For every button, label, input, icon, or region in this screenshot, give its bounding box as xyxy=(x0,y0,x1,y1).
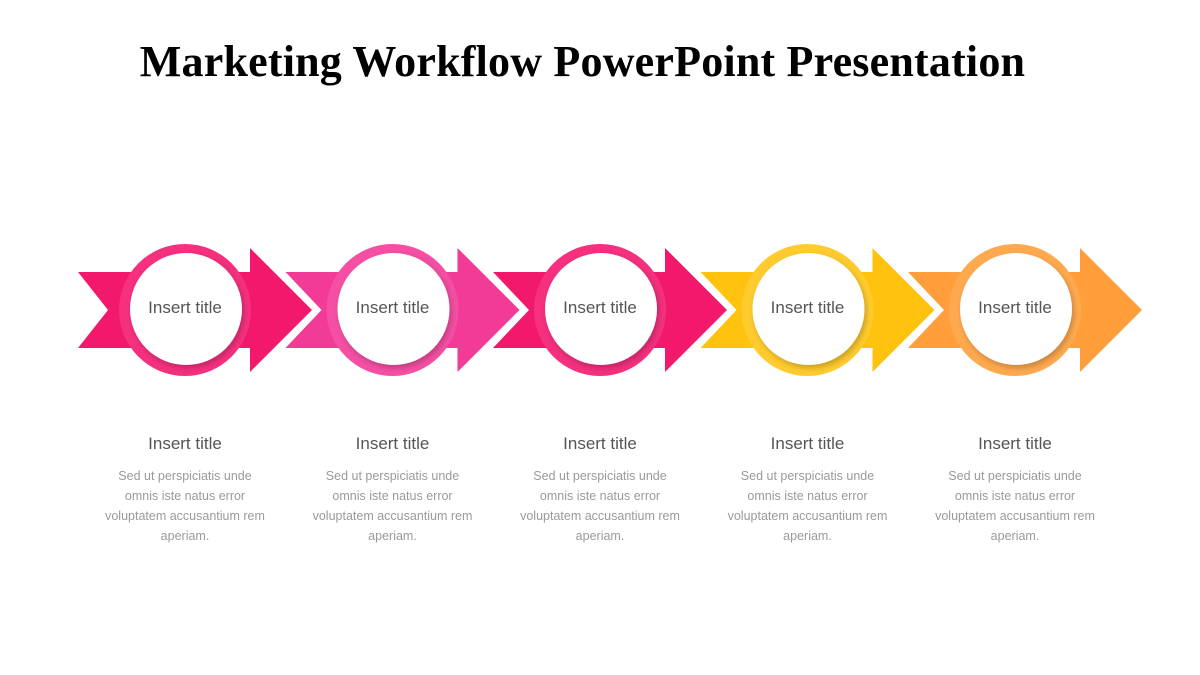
workflow-step-5 xyxy=(908,244,1142,376)
workflow-step-3 xyxy=(493,244,727,376)
workflow-step-2 xyxy=(285,244,520,376)
step-caption-title: Insert title xyxy=(355,434,430,453)
step-disc xyxy=(960,253,1072,365)
step-circle-title: Insert title xyxy=(978,298,1052,317)
step-circle-title: Insert title xyxy=(563,298,637,317)
step-caption-title: Insert title xyxy=(770,434,845,453)
step-caption-title: Insert title xyxy=(148,434,222,453)
step-disc xyxy=(752,253,865,365)
step-circle-title: Insert title xyxy=(355,298,430,317)
step-caption-body: Sed ut perspiciatis unde omnis iste natu… xyxy=(312,469,473,543)
step-caption-title: Insert title xyxy=(563,434,637,453)
step-circle-title: Insert title xyxy=(770,298,845,317)
step-caption-body: Sed ut perspiciatis unde omnis iste natu… xyxy=(105,469,265,543)
slide-title: Marketing Workflow PowerPoint Presentati… xyxy=(139,37,1026,86)
workflow-step-1 xyxy=(78,244,312,376)
step-circle-title: Insert title xyxy=(148,298,222,317)
step-caption-body: Sed ut perspiciatis unde omnis iste natu… xyxy=(727,469,888,543)
step-disc xyxy=(130,253,242,365)
step-caption-title: Insert title xyxy=(978,434,1052,453)
step-caption-body: Sed ut perspiciatis unde omnis iste natu… xyxy=(520,469,680,543)
step-disc xyxy=(545,253,657,365)
workflow-step-4 xyxy=(700,244,935,376)
step-disc xyxy=(337,253,450,365)
step-caption-body: Sed ut perspiciatis unde omnis iste natu… xyxy=(935,469,1095,543)
